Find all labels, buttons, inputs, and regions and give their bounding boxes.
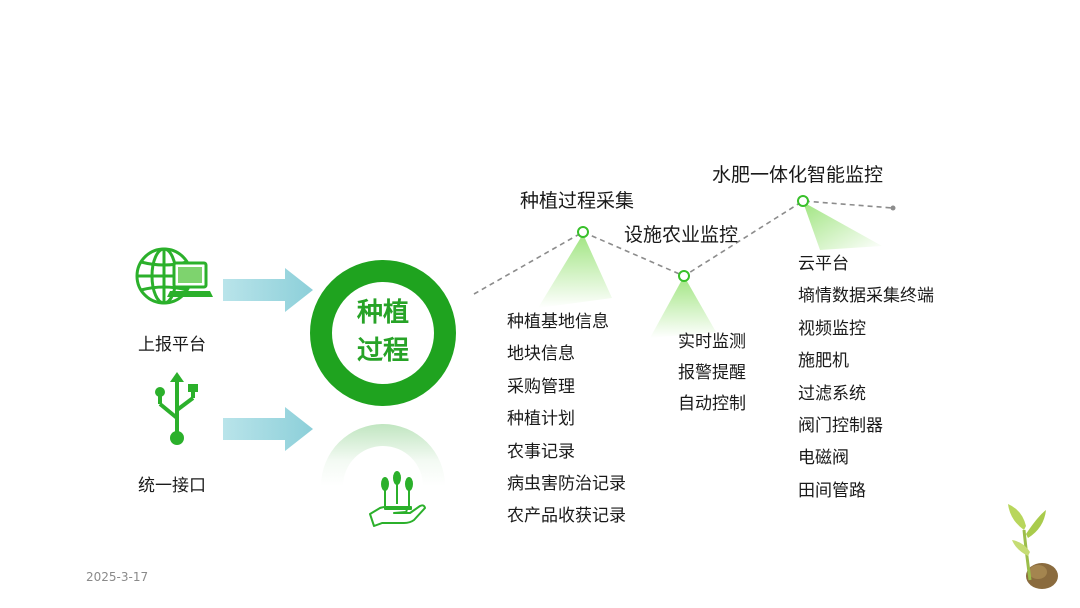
list-item: 农产品收获记录 [507,500,626,532]
list-item: 地块信息 [507,338,626,370]
connector-end [891,206,896,211]
list-item: 视频监控 [798,313,934,345]
list-item: 种植计划 [507,403,626,435]
list-item: 自动控制 [678,389,746,420]
sprout-decoration-icon [1000,500,1070,594]
list-item: 电磁阀 [798,442,934,474]
list-item: 实时监测 [678,327,746,358]
light-beam [538,234,612,308]
list-item: 病虫害防治记录 [507,468,626,500]
facility-list: 实时监测 报警提醒 自动控制 [678,327,746,420]
list-item: 墒情数据采集终端 [798,280,934,312]
facility-title: 设施农业监控 [624,220,738,247]
water-title: 水肥一体化智能监控 [712,160,883,187]
list-item: 过滤系统 [798,378,934,410]
list-item: 阀门控制器 [798,410,934,442]
node-collect [578,227,588,237]
water-list: 云平台 墒情数据采集终端 视频监控 施肥机 过滤系统 阀门控制器 电磁阀 田间管… [798,248,934,507]
list-item: 采购管理 [507,371,626,403]
list-item: 施肥机 [798,345,934,377]
list-item: 种植基地信息 [507,306,626,338]
light-beam [803,202,882,250]
list-item: 云平台 [798,248,934,280]
node-facility [679,271,689,281]
list-item: 农事记录 [507,436,626,468]
list-item: 报警提醒 [678,358,746,389]
list-item: 田间管路 [798,475,934,507]
collect-title: 种植过程采集 [520,186,634,213]
collect-list: 种植基地信息 地块信息 采购管理 种植计划 农事记录 病虫害防治记录 农产品收获… [507,306,626,533]
node-water [798,196,808,206]
footer-date: 2025-3-17 [86,570,148,584]
